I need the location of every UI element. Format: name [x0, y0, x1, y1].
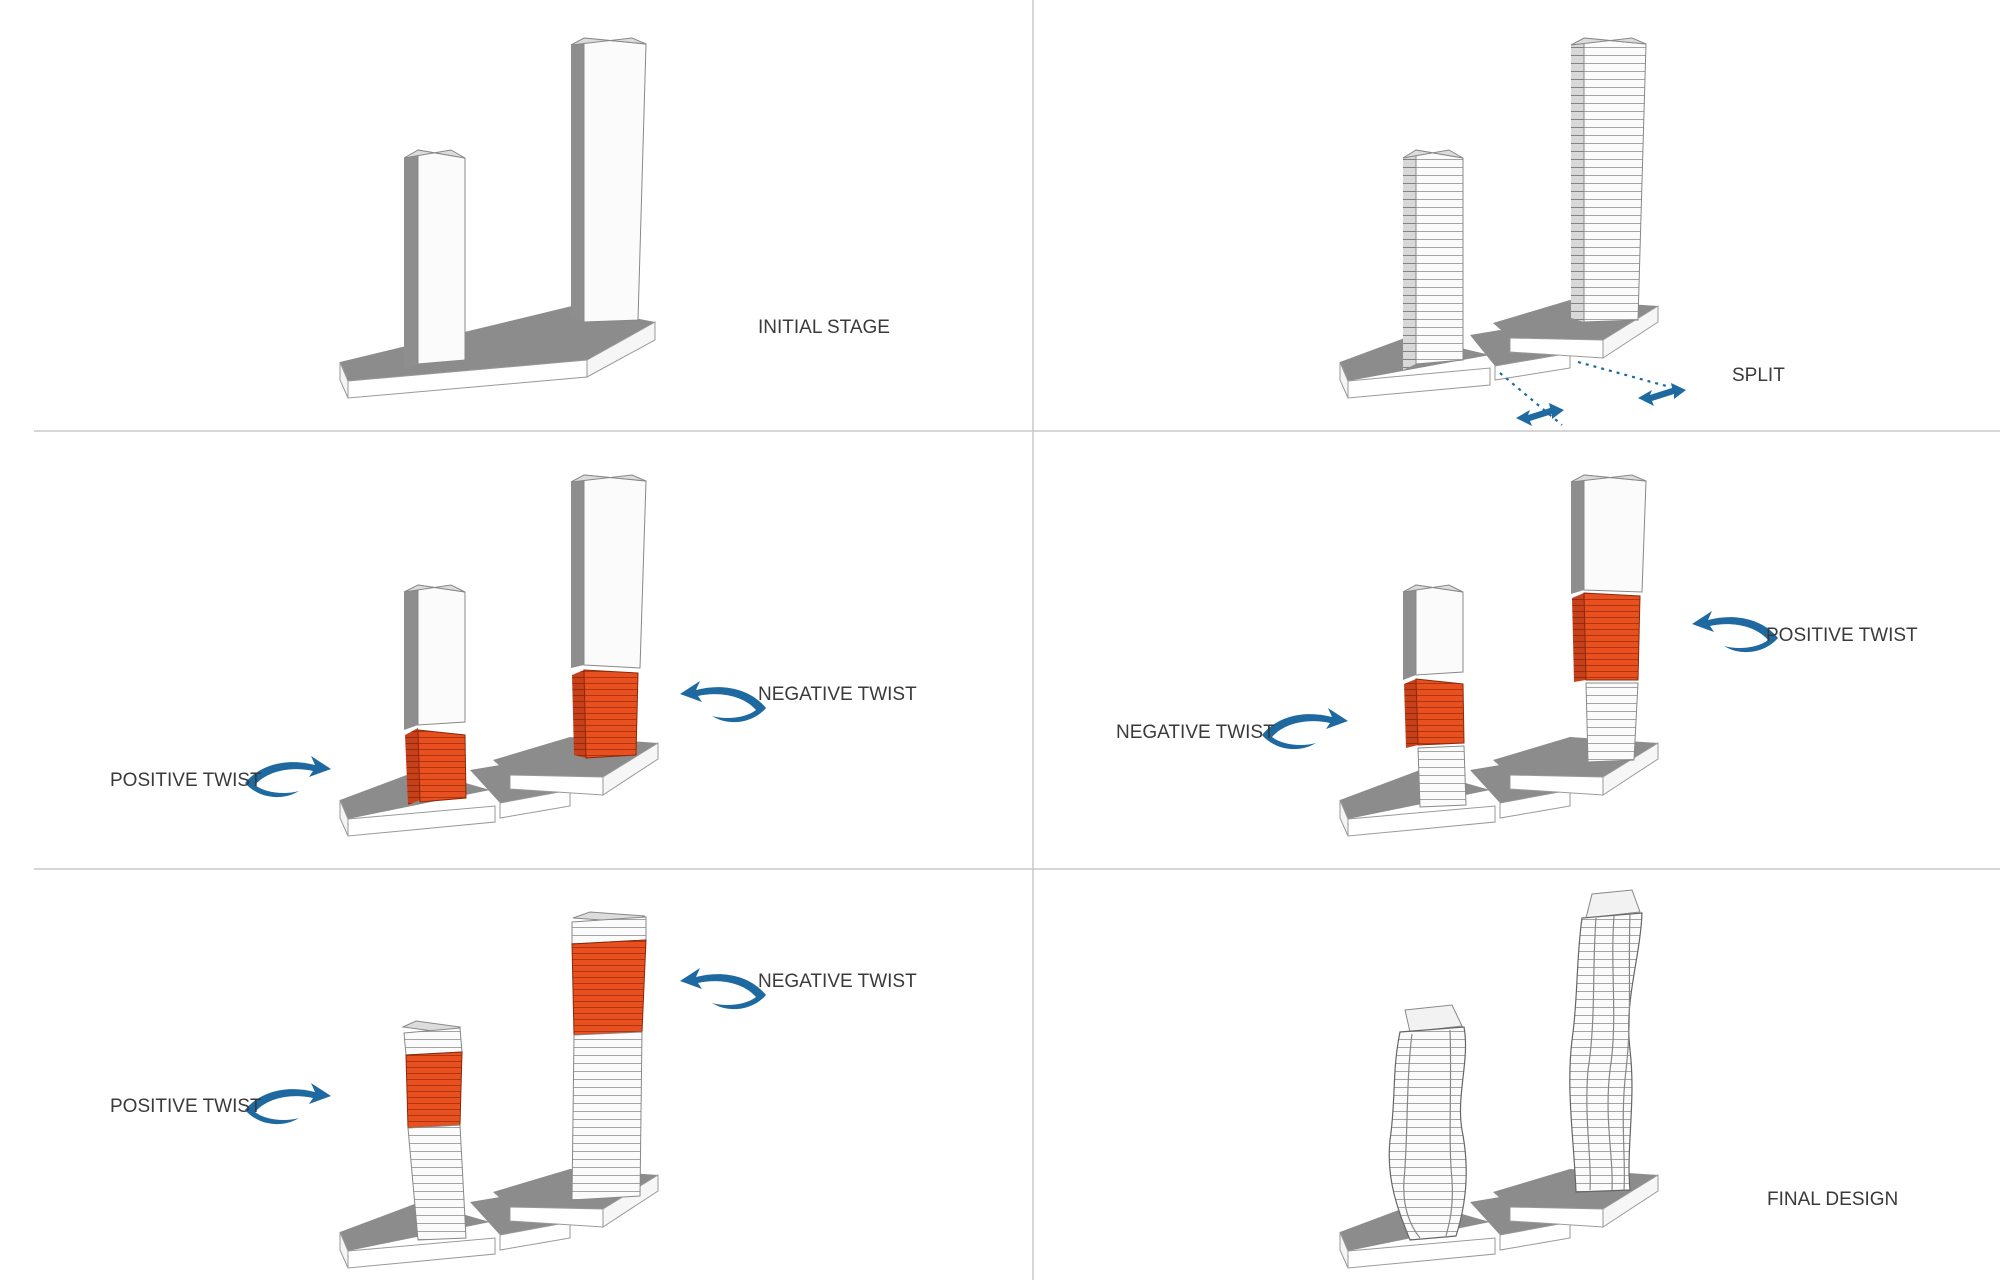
label-split: SPLIT — [1732, 365, 1785, 386]
panel-split: SPLIT — [1339, 37, 1785, 426]
panel-twist-c: POSITIVE TWIST NEGATIVE TWIST — [110, 911, 917, 1269]
double-arrow-icon — [1638, 383, 1686, 406]
double-arrow-icon — [1516, 403, 1564, 426]
panel-dividers — [34, 0, 2000, 1280]
panel-twist-a: POSITIVE TWIST NEGATIVE TWIST — [110, 474, 917, 837]
label-positive-twist: POSITIVE TWIST — [110, 770, 262, 791]
label-initial-stage: INITIAL STAGE — [758, 317, 890, 338]
panel-twist-b: NEGATIVE TWIST POSITIVE TWIST — [1116, 474, 1918, 837]
panel-initial-stage: INITIAL STAGE — [339, 37, 890, 399]
twist-arrow-icon — [1262, 708, 1348, 750]
label-negative-twist: NEGATIVE TWIST — [758, 971, 917, 992]
twist-arrow-icon — [680, 968, 766, 1010]
label-positive-twist: POSITIVE TWIST — [1766, 625, 1918, 646]
label-positive-twist: POSITIVE TWIST — [110, 1096, 262, 1117]
label-negative-twist: NEGATIVE TWIST — [1116, 722, 1275, 743]
label-negative-twist: NEGATIVE TWIST — [758, 684, 917, 705]
twist-arrow-icon — [680, 681, 766, 723]
panel-final-design: FINAL DESIGN — [1339, 889, 1898, 1269]
label-final-design: FINAL DESIGN — [1767, 1189, 1898, 1210]
